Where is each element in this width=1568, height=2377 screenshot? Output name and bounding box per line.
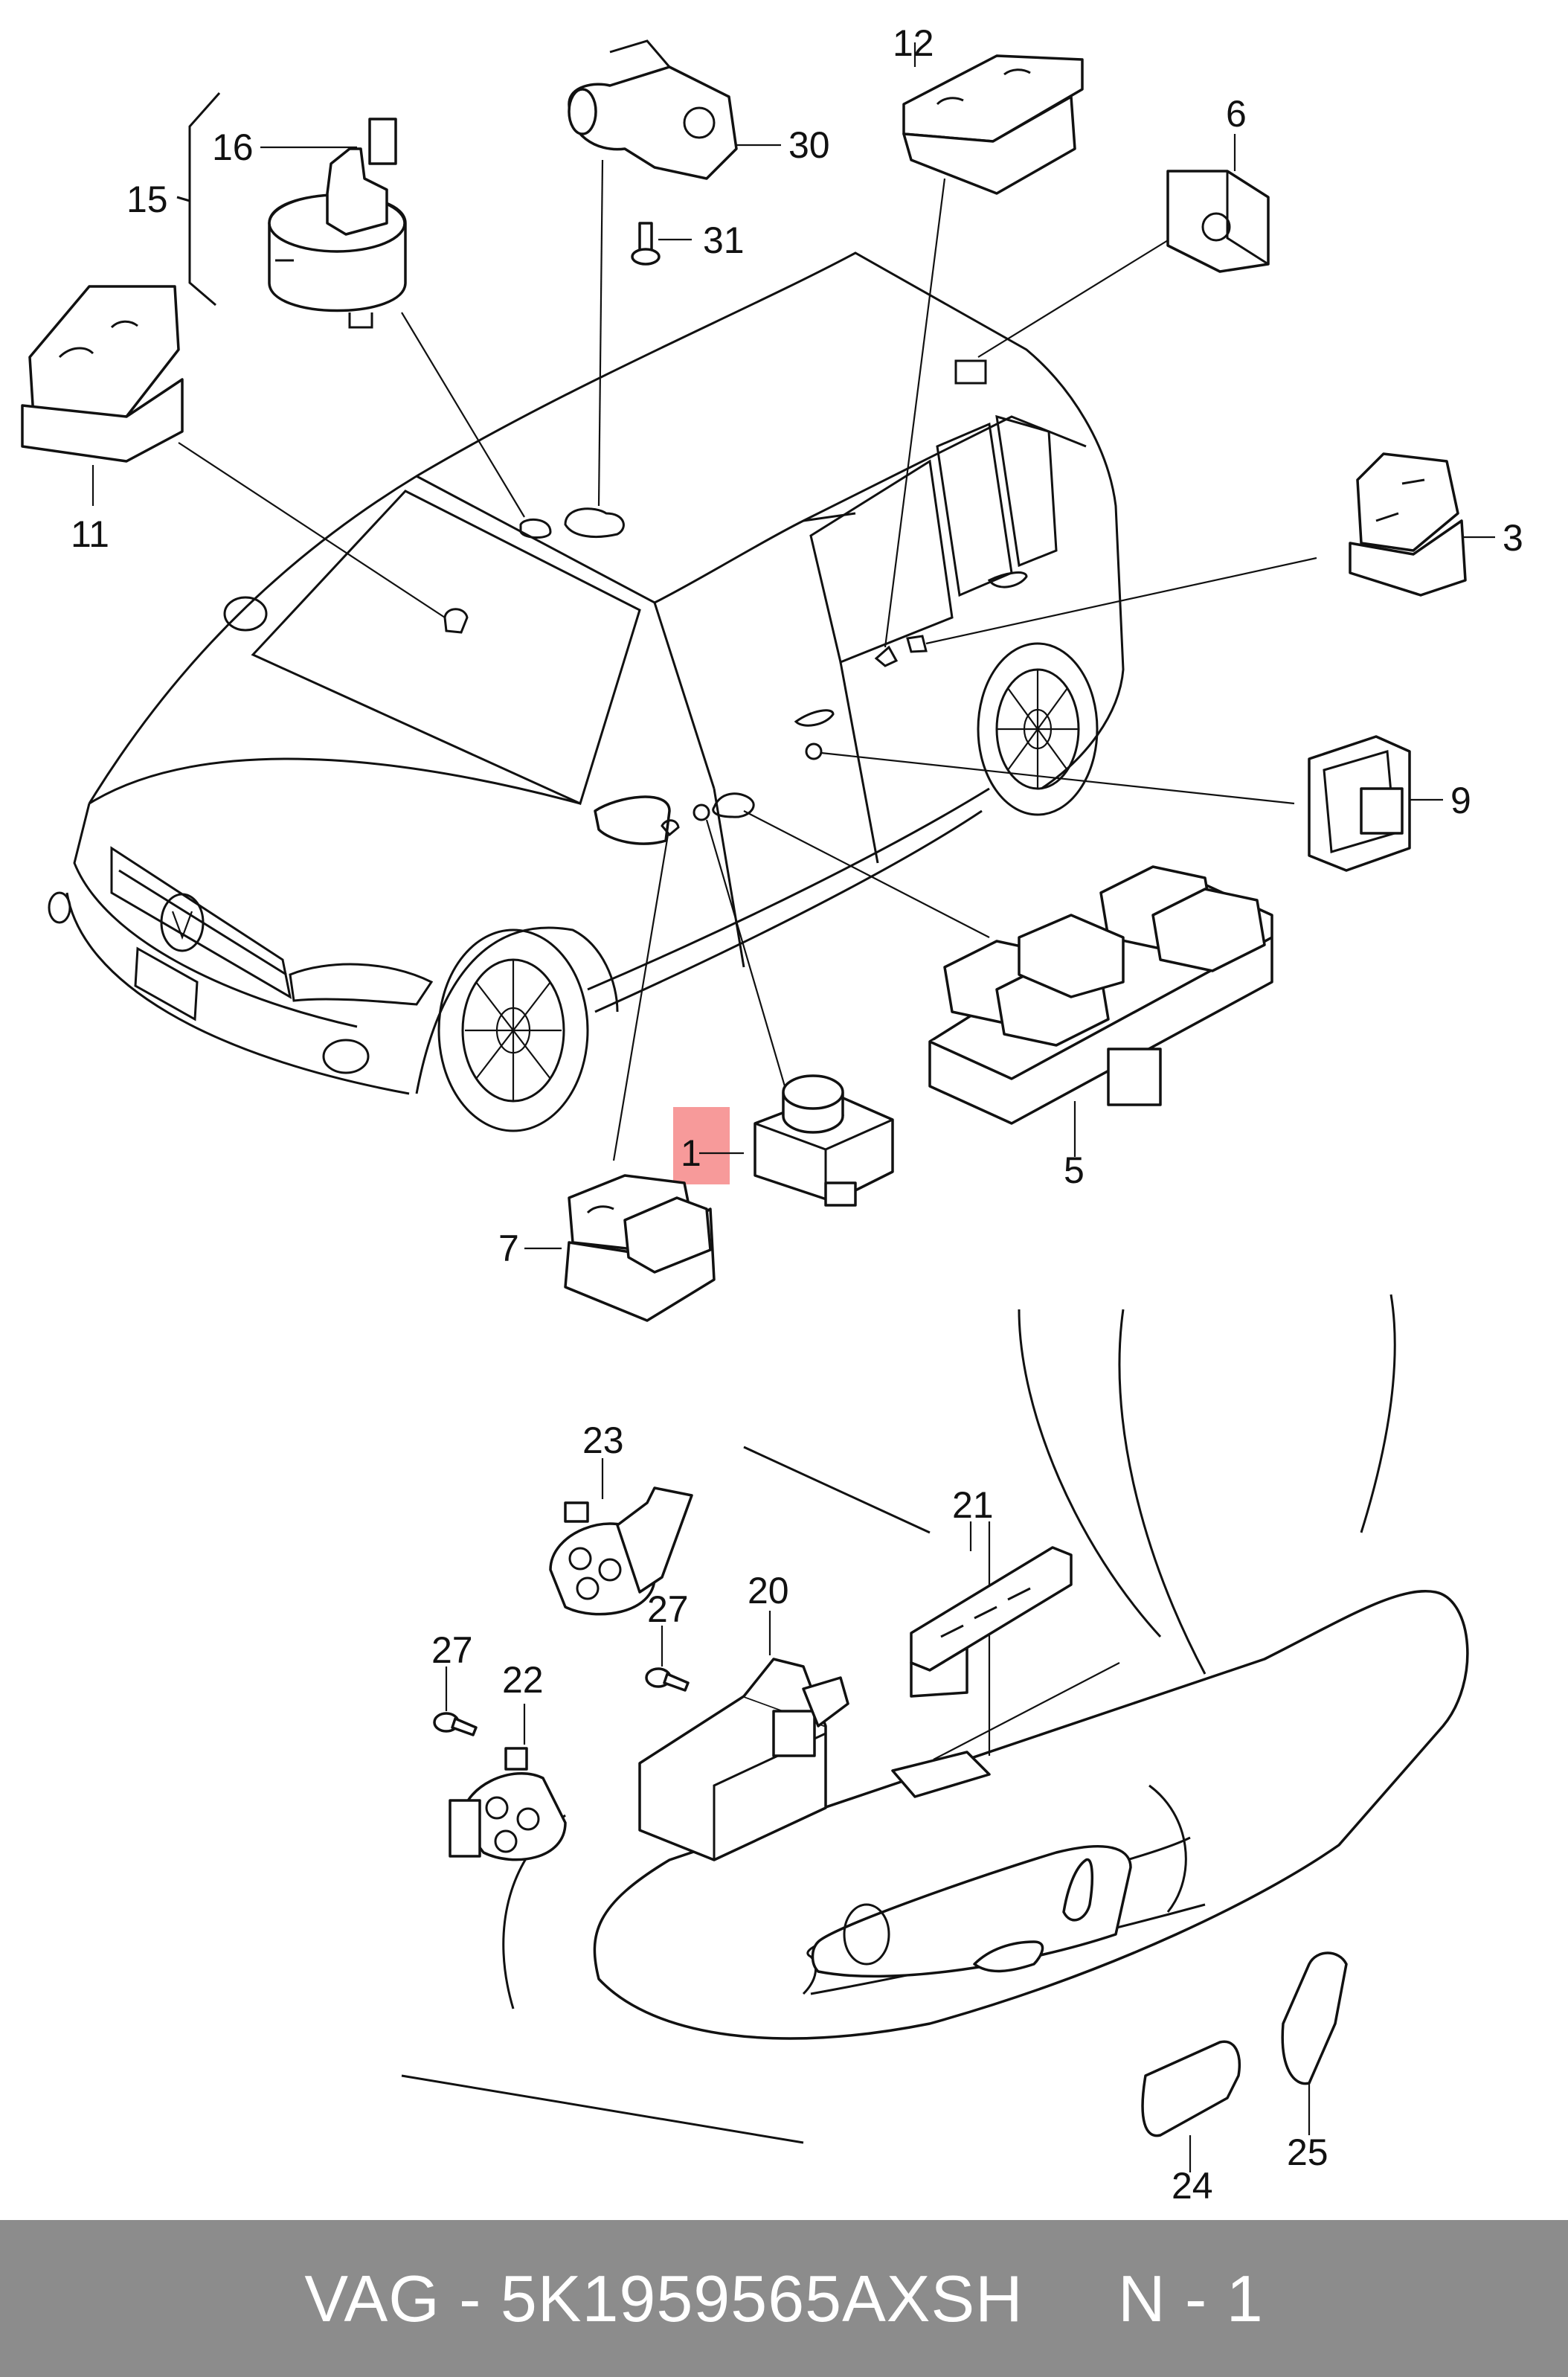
part-30-actuator <box>568 39 781 266</box>
footer-position: N - 1 <box>1117 2261 1264 2335</box>
part-24-25-knobs <box>1141 1951 1348 2172</box>
label-part-15: 15 <box>126 179 168 220</box>
part-15-light-switch <box>176 92 407 329</box>
label-part-20: 20 <box>748 1570 789 1611</box>
label-part-27-left: 27 <box>431 1629 473 1671</box>
leader-lines <box>178 159 1317 1161</box>
part-22-switch <box>449 1704 567 1861</box>
label-part-25: 25 <box>1287 2131 1328 2173</box>
label-part-3: 3 <box>1503 517 1523 559</box>
label-part-5: 5 <box>1064 1149 1085 1191</box>
part-labels: 16 15 30 31 12 6 11 3 9 5 1 7 23 21 20 2… <box>71 22 1523 2207</box>
label-part-30: 30 <box>788 124 830 166</box>
part-21-memory-switch <box>910 1521 1073 1698</box>
footer-brand: VAG <box>304 2261 440 2335</box>
part-20-control-module <box>638 1611 849 1861</box>
label-part-24: 24 <box>1172 2165 1213 2207</box>
footer-text: VAG - 5K1959565AXSH N - 1 <box>304 2261 1264 2335</box>
label-part-31: 31 <box>703 219 745 261</box>
part-1-mirror-switch <box>673 1074 894 1207</box>
part-1-highlight <box>673 1107 730 1184</box>
part-27-screws <box>433 1626 690 1736</box>
label-part-11: 11 <box>71 513 109 555</box>
label-part-1: 1 <box>681 1132 701 1174</box>
label-part-27-right: 27 <box>647 1588 689 1630</box>
label-part-9: 9 <box>1450 780 1471 821</box>
label-part-21: 21 <box>952 1484 994 1526</box>
footer-part-number: 5K1959565AXSH <box>500 2261 1024 2335</box>
part-7-switch <box>524 1174 716 1322</box>
part-12-window-switch <box>902 42 1084 195</box>
label-part-12: 12 <box>893 22 934 64</box>
footer-bar: VAG - 5K1959565AXSH N - 1 <box>0 2220 1568 2377</box>
label-part-16: 16 <box>212 126 254 168</box>
label-part-22: 22 <box>502 1659 544 1701</box>
label-part-7: 7 <box>498 1228 519 1269</box>
part-23-seat-switch <box>549 1458 693 1616</box>
part-5-master-switch <box>928 865 1273 1157</box>
car-illustration <box>48 251 1125 1132</box>
label-part-6: 6 <box>1226 93 1247 135</box>
part-6-switch <box>1166 134 1270 273</box>
part-11-switch <box>21 285 184 506</box>
part-9-switch <box>1308 735 1443 872</box>
seat-illustration <box>401 1294 1469 2144</box>
label-part-23: 23 <box>582 1420 624 1461</box>
parts-diagram: 16 15 30 31 12 6 11 3 9 5 1 7 23 21 20 2… <box>21 22 1523 2207</box>
part-3-switch <box>1349 452 1495 597</box>
